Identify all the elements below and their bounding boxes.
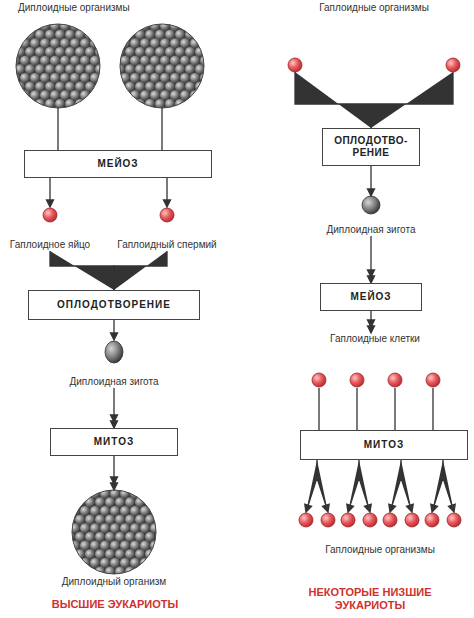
haploid-cell bbox=[350, 373, 364, 387]
flow-arrow bbox=[368, 311, 375, 333]
gamete: Гаплоидное яйцо bbox=[0, 207, 100, 251]
haploid-cell bbox=[288, 58, 302, 72]
process-label: ОПЛОДОТВО- РЕНИЕ bbox=[323, 135, 419, 159]
cell-group: Гаплоидные клетки bbox=[300, 333, 450, 388]
haploid-cell bbox=[388, 373, 402, 387]
diploid-cluster bbox=[72, 490, 156, 574]
caption-text: Диплоидная зигота bbox=[327, 224, 416, 236]
caption-text: Гаплоидные организмы bbox=[325, 544, 435, 556]
gamete: Гаплоидный спермий bbox=[108, 207, 226, 251]
caption-text: Диплоидные организмы bbox=[18, 2, 130, 14]
flow-arrow bbox=[58, 108, 162, 150]
flow-arrow bbox=[295, 72, 453, 128]
process-label: МИТОЗ bbox=[364, 439, 404, 451]
zygote-group: Диплоидная зигота bbox=[311, 196, 431, 236]
group-title: ВЫСШИЕ ЭУКАРИОТЫ bbox=[10, 598, 220, 611]
process-label: МИТОЗ bbox=[94, 436, 134, 448]
process-box: ОПЛОДОТВО- РЕНИЕ bbox=[322, 128, 420, 166]
haploid-cell bbox=[426, 373, 440, 387]
process-box: МИТОЗ bbox=[300, 430, 468, 460]
flow-arrow bbox=[305, 460, 455, 512]
organism-group: Диплоидный организм bbox=[44, 490, 184, 588]
process-box: МЕЙОЗ bbox=[320, 283, 422, 311]
flow-arrow bbox=[319, 388, 433, 430]
caption-text: Диплоидный организм bbox=[62, 576, 166, 588]
haploid-cell bbox=[425, 513, 439, 527]
organism-group: Диплоидные организмы bbox=[10, 2, 215, 108]
flow-arrow bbox=[111, 456, 118, 490]
process-box: МИТОЗ bbox=[50, 428, 178, 456]
caption-text: Диплоидная зигота bbox=[70, 376, 159, 388]
flow-arrow bbox=[368, 236, 375, 283]
flow-arrow bbox=[164, 178, 171, 207]
haploid-cell bbox=[363, 513, 377, 527]
diploid-cluster bbox=[16, 24, 100, 108]
process-label: МЕЙОЗ bbox=[97, 158, 138, 170]
process-label: ОПЛОДОТВОРЕНИЕ bbox=[57, 299, 171, 311]
haploid-cell bbox=[446, 58, 460, 72]
flow-arrow bbox=[47, 178, 54, 207]
flow-arrow bbox=[111, 388, 118, 428]
haploid-cell bbox=[321, 513, 335, 527]
caption-text: Гаплоидные клетки bbox=[330, 333, 420, 345]
process-box: ОПЛОДОТВОРЕНИЕ bbox=[28, 290, 200, 320]
zygote-group: Диплоидная зигота bbox=[57, 340, 171, 388]
flow-arrow bbox=[368, 166, 375, 196]
haploid-cell bbox=[383, 513, 397, 527]
caption-text: Гаплоидные организмы bbox=[319, 2, 429, 14]
process-label: МЕЙОЗ bbox=[350, 291, 391, 303]
zygote bbox=[105, 341, 123, 363]
diploid-cluster bbox=[16, 24, 204, 574]
group-title: НЕКОТОРЫЕ НИЗШИЕ ЭУКАРИОТЫ bbox=[305, 586, 435, 612]
process-box: МЕЙОЗ bbox=[24, 150, 212, 178]
caption-text: Гаплоидное яйцо bbox=[10, 239, 90, 251]
organism-group: Гаплоидные организмы bbox=[296, 512, 464, 556]
diploid-cluster bbox=[120, 24, 204, 108]
caption-text: Гаплоидный спермий bbox=[117, 239, 216, 251]
haploid-cell bbox=[447, 513, 461, 527]
haploid-cell bbox=[405, 513, 419, 527]
haploid-cell bbox=[43, 208, 57, 222]
organism-group: Гаплоидные организмы bbox=[286, 2, 462, 72]
flow-arrow bbox=[114, 251, 167, 290]
flow-arrow bbox=[111, 320, 118, 340]
haploid-cell bbox=[299, 513, 313, 527]
flow-arrow bbox=[50, 251, 114, 290]
haploid-cell bbox=[312, 373, 326, 387]
haploid-cell bbox=[160, 208, 174, 222]
zygote bbox=[362, 196, 380, 214]
haploid-cell bbox=[341, 513, 355, 527]
